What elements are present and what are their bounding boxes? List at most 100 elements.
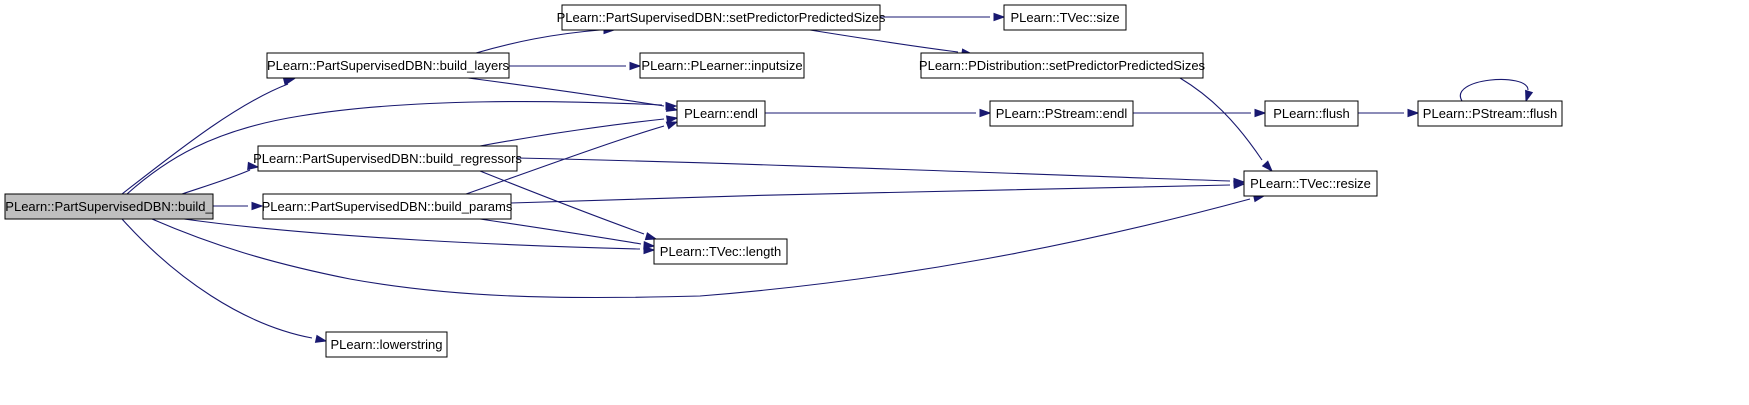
edge-build--to-build-params <box>213 201 264 211</box>
arrowhead-icon <box>1261 160 1274 173</box>
edge-line <box>467 77 665 107</box>
arrowhead-icon <box>665 103 679 112</box>
edge-build-layers-to-inputsize <box>509 61 642 71</box>
node-label: PLearn::PartSupervisedDBN::build_layers <box>267 58 510 73</box>
node-setPredictorPredictedSizes[interactable]: PLearn::PartSupervisedDBN::setPredictorP… <box>557 4 886 31</box>
edge-line <box>151 198 1251 299</box>
node-flush[interactable]: PLearn::flush <box>1264 100 1359 127</box>
edge-line <box>479 218 642 245</box>
arrowhead-icon <box>979 108 992 118</box>
node-box <box>266 52 510 79</box>
edge-line <box>809 29 959 53</box>
node-label: PLearn::TVec::size <box>1010 10 1119 25</box>
node-box <box>653 238 788 265</box>
node-resize[interactable]: PLearn::TVec::resize <box>1243 170 1378 197</box>
arrowhead-icon <box>666 115 679 124</box>
edge-setPredictorPredictedSizes-to-pdist-setPredictorPredictedSizes <box>809 29 974 57</box>
node-label: PLearn::PartSupervisedDBN::build_regress… <box>253 151 522 166</box>
node-box <box>1003 4 1127 31</box>
edge-line <box>181 169 251 195</box>
edge-pdist-setPredictorPredictedSizes-to-resize <box>1179 77 1274 173</box>
node-label: PLearn::PartSupervisedDBN::build_params <box>262 199 513 214</box>
node-box <box>639 52 805 79</box>
arrowhead-icon <box>1407 108 1420 118</box>
edge-build-regressors-to-length <box>479 170 658 241</box>
edge-line <box>1179 77 1263 161</box>
node-box <box>561 4 881 31</box>
node-label: PLearn::endl <box>684 106 758 121</box>
node-box <box>4 193 214 220</box>
node-label: PLearn::PartSupervisedDBN::setPredictorP… <box>557 10 886 25</box>
node-label: PLearn::PLearner::inputsize <box>641 58 802 73</box>
edge-line <box>183 218 641 250</box>
edge-build--to-lowerstring <box>121 218 328 343</box>
node-label: PLearn::TVec::length <box>660 244 781 259</box>
node-build-params[interactable]: PLearn::PartSupervisedDBN::build_params <box>262 193 513 220</box>
arrowhead-icon <box>251 201 264 211</box>
node-label: PLearn::TVec::resize <box>1250 176 1371 191</box>
edge-build-layers-to-endl <box>467 77 679 112</box>
arrowhead-icon <box>314 334 328 343</box>
edge-line <box>516 157 1231 182</box>
node-size[interactable]: PLearn::TVec::size <box>1003 4 1127 31</box>
node-label: PLearn::lowerstring <box>331 337 443 352</box>
node-build-[interactable]: PLearn::PartSupervisedDBN::build_ <box>4 193 214 220</box>
edge-flush-to-pstream-flush <box>1358 108 1420 118</box>
arrowhead-icon <box>644 232 658 241</box>
node-endl[interactable]: PLearn::endl <box>676 100 766 127</box>
node-build-layers[interactable]: PLearn::PartSupervisedDBN::build_layers <box>266 52 510 79</box>
arrowhead-icon <box>643 241 656 250</box>
edge-line <box>121 83 289 195</box>
arrowhead-icon <box>282 77 296 86</box>
edge-line <box>479 170 645 235</box>
node-box <box>920 52 1204 79</box>
edge-build--to-length <box>183 218 656 255</box>
edge-build-regressors-to-resize <box>516 157 1246 187</box>
edge-setPredictorPredictedSizes-to-size <box>880 12 1006 22</box>
arrowhead-icon <box>629 61 642 71</box>
arrowhead-icon <box>1525 89 1534 103</box>
node-label: PLearn::PDistribution::setPredictorPredi… <box>919 58 1206 73</box>
arrowhead-icon <box>665 121 679 130</box>
node-label: PLearn::PartSupervisedDBN::build_ <box>5 199 213 214</box>
node-box <box>325 331 448 358</box>
edge-build-params-to-endl <box>465 121 679 195</box>
node-pdist-setPredictorPredictedSizes[interactable]: PLearn::PDistribution::setPredictorPredi… <box>919 52 1206 79</box>
node-box <box>1264 100 1359 127</box>
edge-build-params-to-length <box>479 218 656 250</box>
node-box <box>989 100 1134 127</box>
node-lowerstring[interactable]: PLearn::lowerstring <box>325 331 448 358</box>
edge-build--to-build-layers <box>121 77 296 195</box>
edge-build-regressors-to-endl <box>479 115 679 147</box>
edges-layer <box>121 12 1534 343</box>
arrowhead-icon <box>247 161 260 171</box>
edge-line <box>510 184 1231 204</box>
arrowhead-icon <box>993 12 1006 22</box>
node-label: PLearn::flush <box>1273 106 1350 121</box>
arrowhead-icon <box>1233 180 1246 189</box>
node-label: PLearn::PStream::endl <box>996 106 1128 121</box>
edge-build--to-build-regressors <box>181 161 260 195</box>
node-build-regressors[interactable]: PLearn::PartSupervisedDBN::build_regress… <box>253 145 522 172</box>
node-length[interactable]: PLearn::TVec::length <box>653 238 788 265</box>
edge-line <box>1459 78 1529 102</box>
edge-build-params-to-resize <box>510 180 1246 204</box>
node-pstream-endl[interactable]: PLearn::PStream::endl <box>989 100 1134 127</box>
edge-line <box>479 118 665 147</box>
node-inputsize[interactable]: PLearn::PLearner::inputsize <box>639 52 805 79</box>
edge-pstream-endl-to-flush <box>1133 108 1267 118</box>
node-pstream-flush[interactable]: PLearn::PStream::flush <box>1417 100 1563 127</box>
edge-line <box>121 218 313 339</box>
node-box <box>257 145 518 172</box>
node-box <box>676 100 766 127</box>
edge-pstream-flush-to-pstream-flush <box>1459 78 1534 103</box>
edge-endl-to-pstream-endl <box>765 108 992 118</box>
node-label: PLearn::PStream::flush <box>1423 106 1557 121</box>
node-box <box>1243 170 1378 197</box>
edge-line <box>126 100 663 195</box>
arrowhead-icon <box>1254 108 1267 118</box>
node-box <box>262 193 512 220</box>
edge-line <box>465 125 665 195</box>
edge-line <box>475 29 601 54</box>
